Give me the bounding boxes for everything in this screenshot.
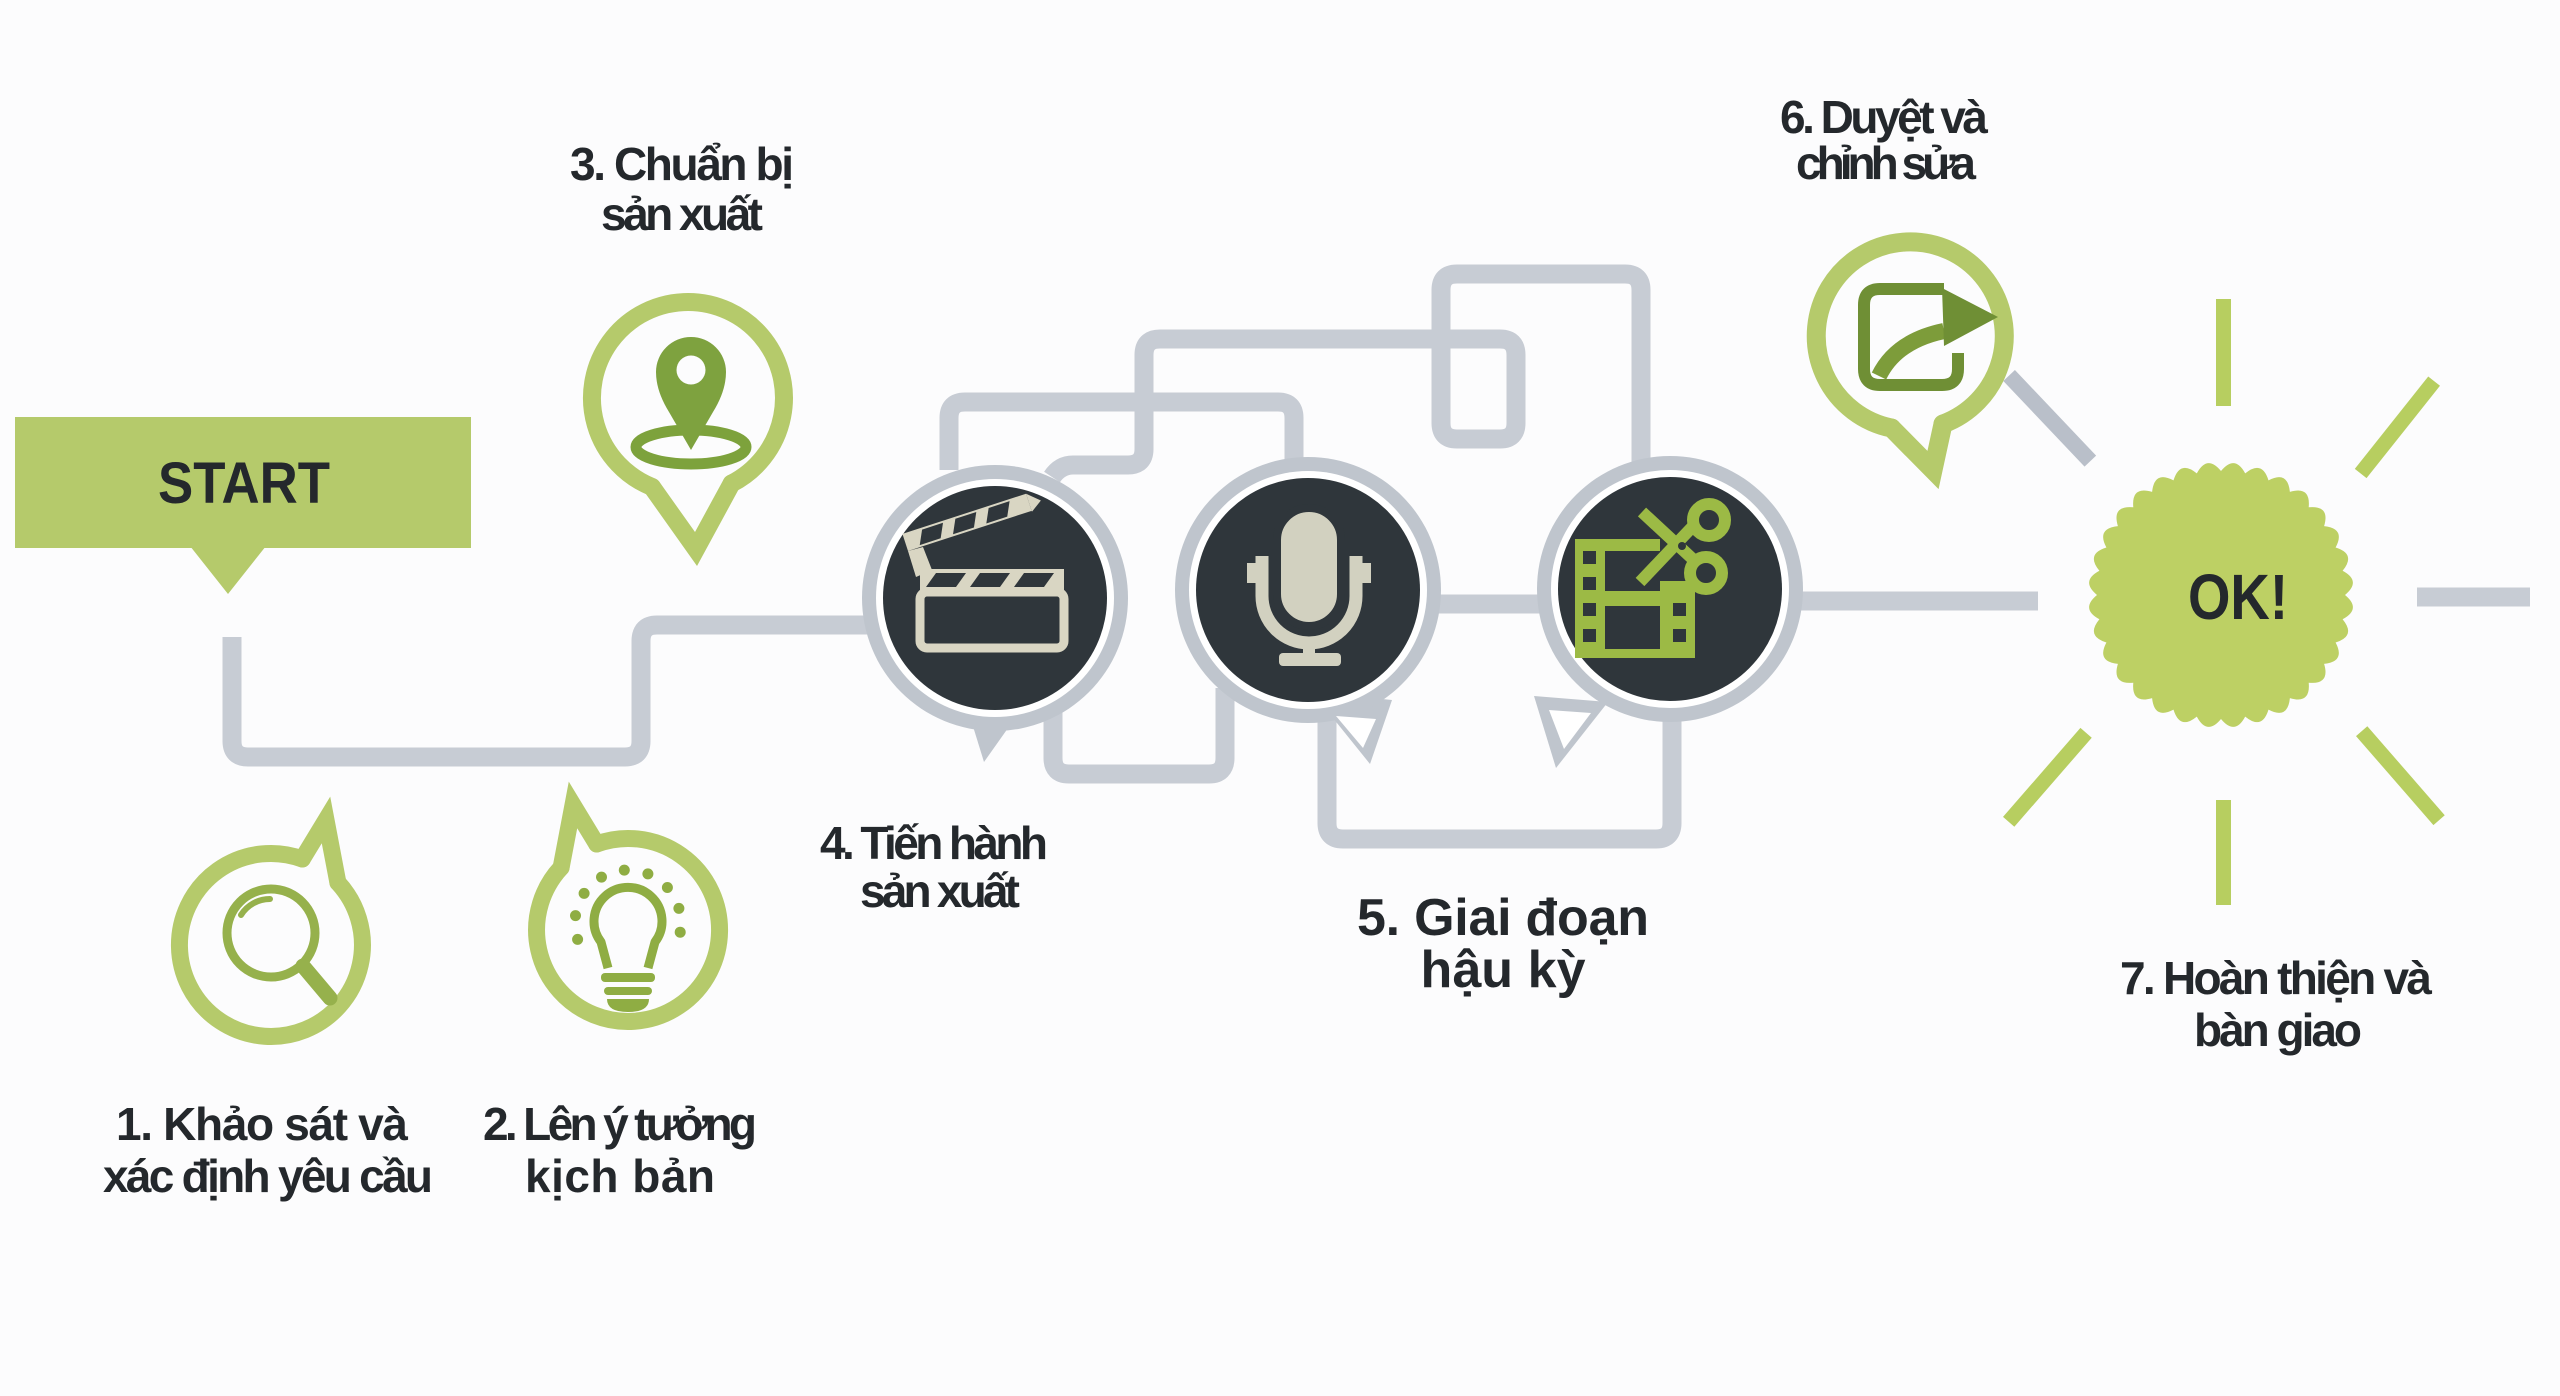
svg-text:7. Hoàn thiện và: 7. Hoàn thiện và bbox=[2120, 952, 2432, 1004]
svg-text:5. Giai đoạn: 5. Giai đoạn bbox=[1357, 889, 1649, 947]
svg-text:sản xuất: sản xuất bbox=[601, 188, 763, 240]
svg-text:6. Duyệt và: 6. Duyệt và bbox=[1780, 91, 1988, 143]
svg-text:OK!: OK! bbox=[2188, 561, 2288, 633]
svg-text:3. Chuẩn bị: 3. Chuẩn bị bbox=[570, 138, 794, 190]
svg-text:4. Tiến hành: 4. Tiến hành bbox=[820, 817, 1048, 869]
svg-text:bàn giao: bàn giao bbox=[2194, 1004, 2362, 1056]
svg-text:1. Khảo sát và: 1. Khảo sát và bbox=[116, 1098, 408, 1150]
svg-text:START: START bbox=[158, 451, 330, 516]
svg-text:hậu kỳ: hậu kỳ bbox=[1421, 941, 1586, 999]
svg-text:kịch bản: kịch bản bbox=[525, 1150, 715, 1202]
svg-text:xác định yêu cầu: xác định yêu cầu bbox=[103, 1150, 433, 1202]
svg-text:chỉnh sửa: chỉnh sửa bbox=[1796, 137, 1976, 189]
svg-text:2. Lên ý tưởng: 2. Lên ý tưởng bbox=[483, 1098, 757, 1150]
svg-text:sản xuất: sản xuất bbox=[860, 865, 1020, 917]
